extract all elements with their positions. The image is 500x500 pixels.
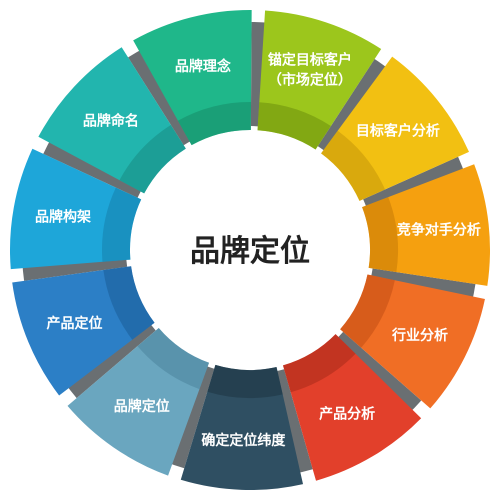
segment-label: 品牌构架 (35, 208, 91, 225)
segment-label: 产品分析 (319, 405, 375, 422)
segment-inner-band (257, 102, 331, 150)
segment-inner-band (177, 102, 252, 146)
segment-label: 产品定位 (47, 315, 103, 332)
segment-label-line: 品牌构架 (35, 208, 91, 225)
segment-divider (363, 156, 466, 210)
segment-label: 确定定位纬度 (201, 432, 286, 449)
segments-group (10, 10, 491, 491)
segment-divider (273, 369, 313, 474)
segment-label-line: 竞争对手分析 (397, 222, 481, 239)
center-circle (132, 132, 368, 368)
segment-label: 品牌定位 (114, 398, 170, 415)
segment-inner-band (207, 364, 283, 399)
segment-inner-band (102, 187, 142, 262)
segment-inner-band (137, 327, 210, 390)
segment-label: 锚定目标客户 （市场定位） (268, 52, 352, 89)
segment-label-line: 锚定目标客户 (268, 52, 352, 69)
segment-label: 行业分析 (391, 327, 448, 344)
segment-label-line: 目标客户分析 (356, 123, 440, 140)
segment-label: 竞争对手分析 (397, 222, 481, 239)
segment-label-line: 品牌理念 (175, 58, 232, 75)
segment-divider (128, 47, 194, 146)
segment-inner-band (119, 124, 186, 194)
segment-divider (335, 331, 422, 416)
segment-label-line: 产品分析 (319, 405, 375, 422)
segment-label-line: 品牌命名 (83, 113, 139, 130)
center-title: 品牌定位 (190, 234, 310, 269)
segment-inner-band (362, 197, 398, 273)
segment-label: 目标客户分析 (356, 123, 440, 140)
segment-label-line: （市场定位） (268, 72, 352, 89)
segment-inner-band (283, 334, 356, 393)
segment-inner-band (340, 274, 395, 348)
segment-label: 品牌理念 (175, 58, 232, 75)
segment-inner-band (321, 130, 386, 201)
segment-divider (317, 59, 392, 153)
segment-label: 品牌命名 (83, 113, 139, 130)
segment-label-line: 行业分析 (391, 327, 448, 344)
segment-divider (63, 321, 156, 399)
segment-inner-band (103, 266, 155, 340)
segment-label-line: 确定定位纬度 (201, 432, 286, 449)
segment-label-line: 产品定位 (47, 315, 103, 332)
segment-label-line: 品牌定位 (114, 398, 170, 415)
